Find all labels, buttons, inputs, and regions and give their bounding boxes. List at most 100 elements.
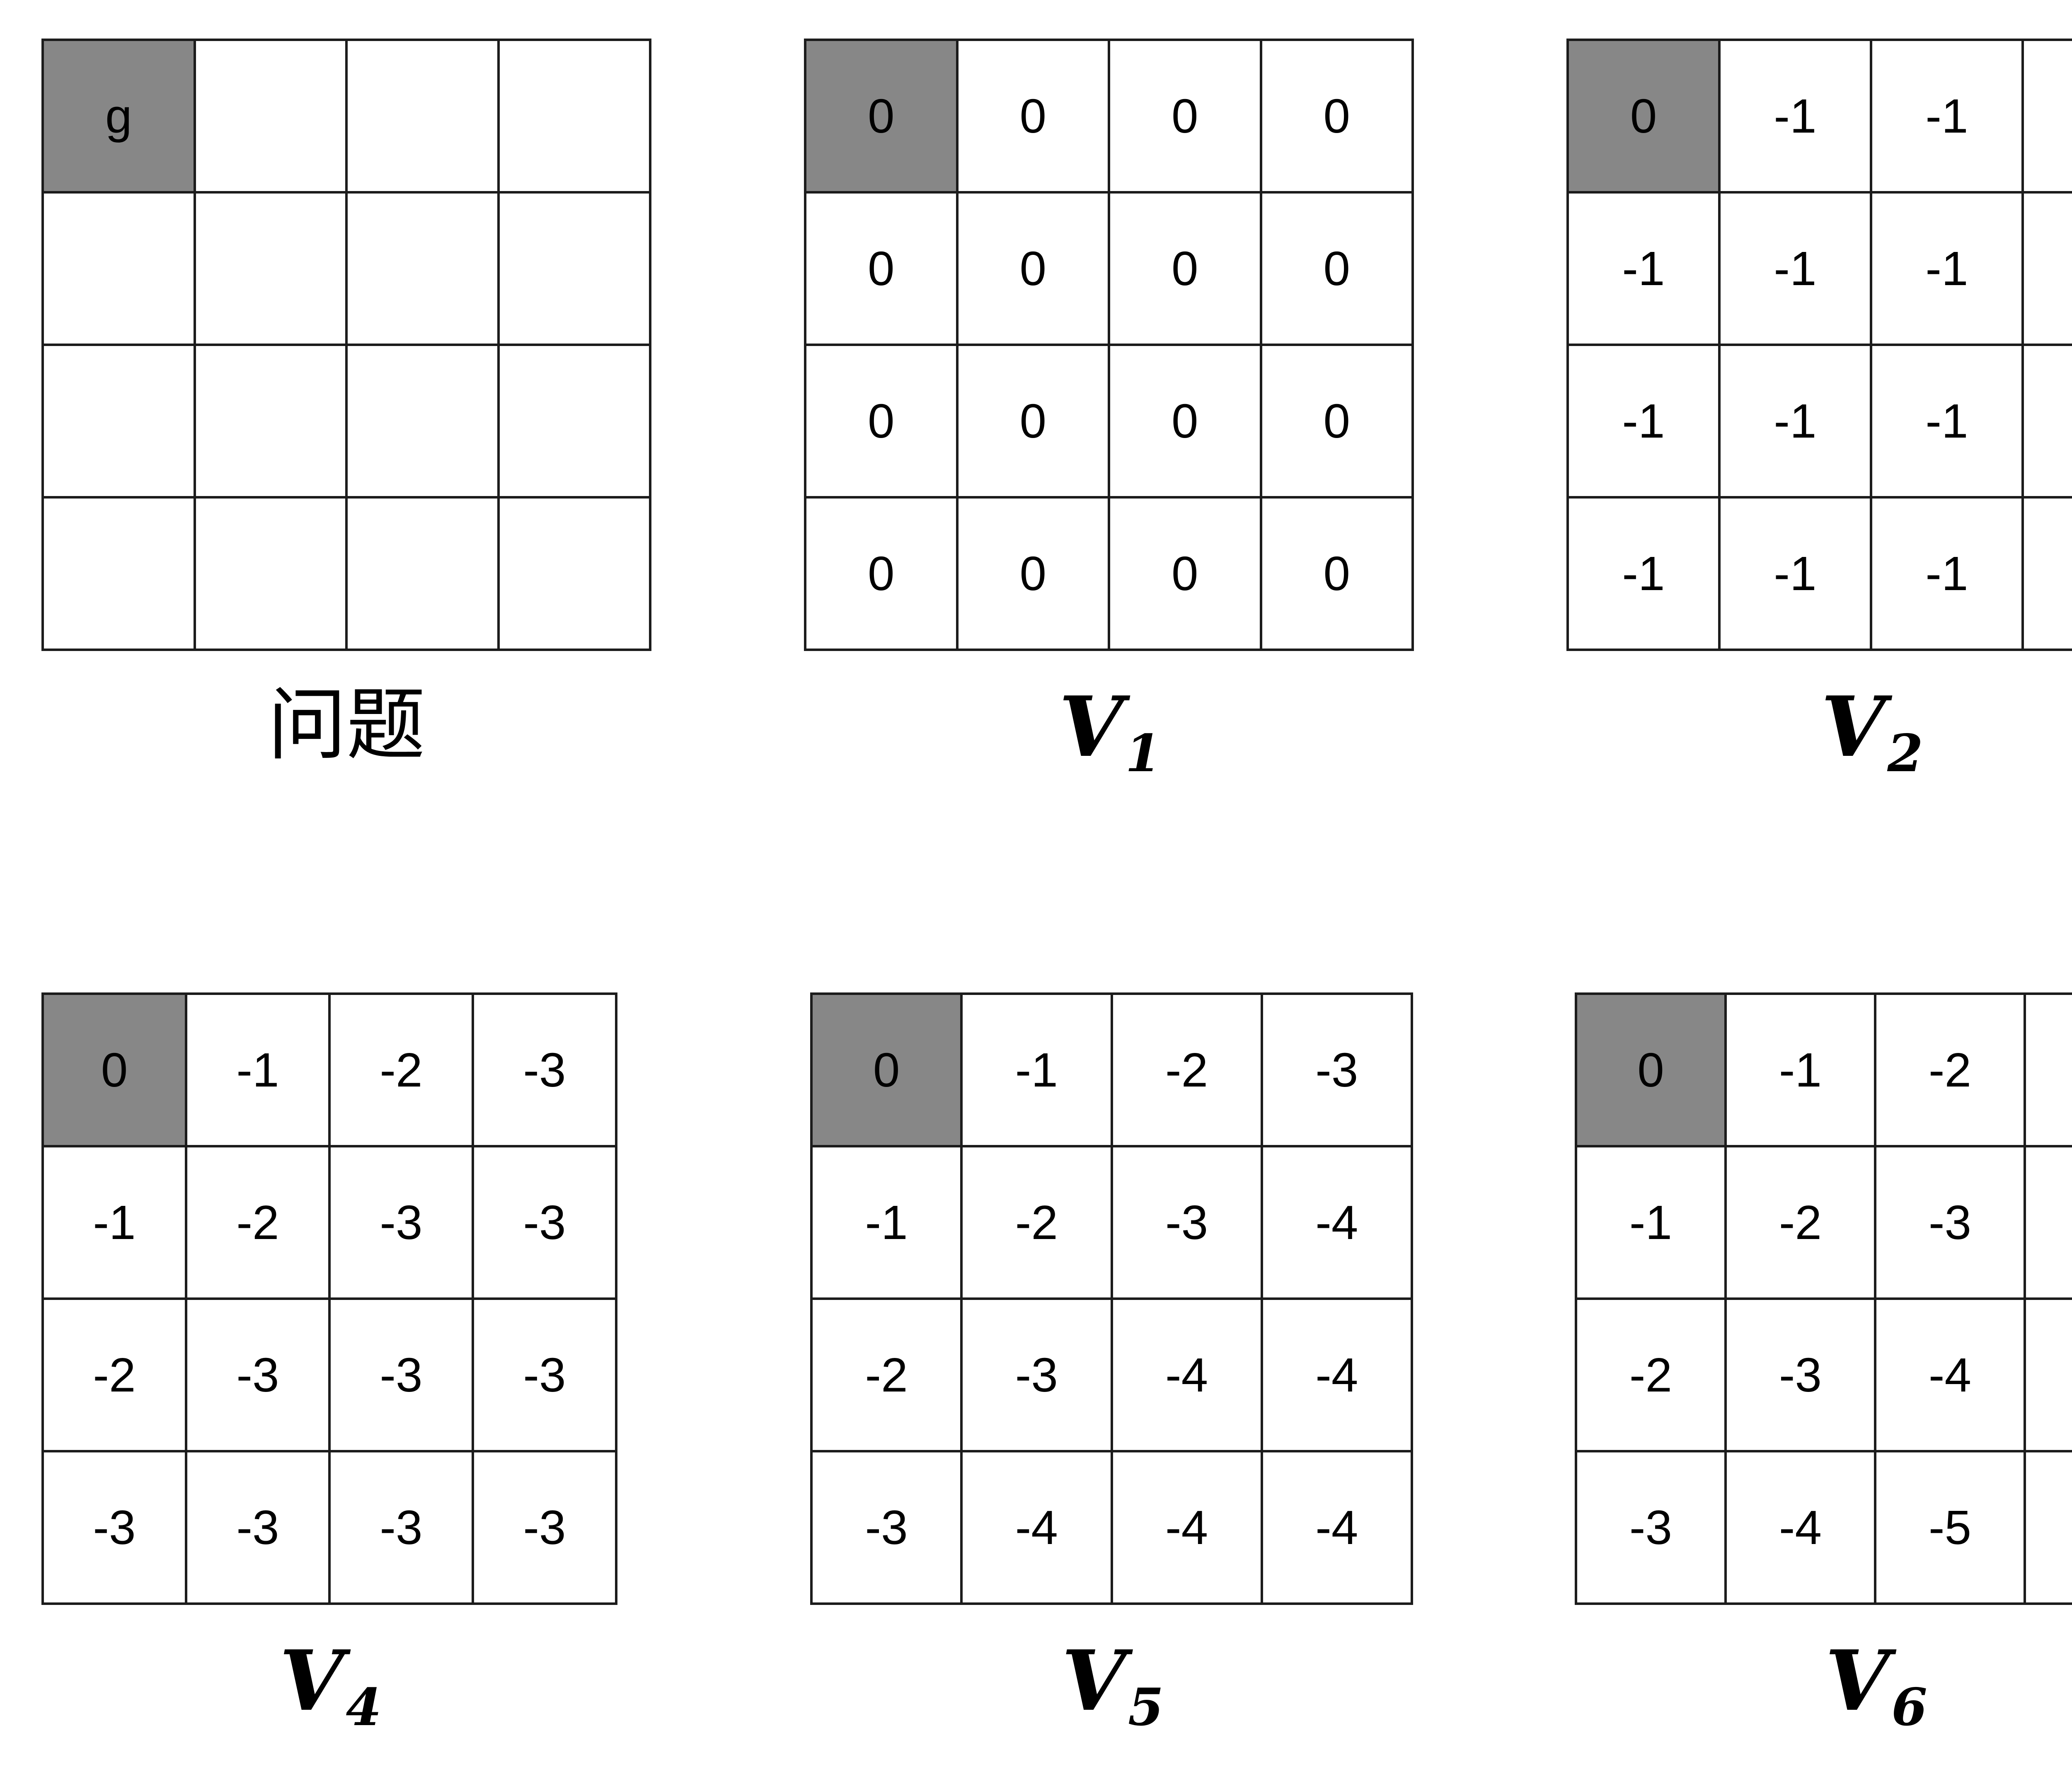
grid-cell[interactable]: -4	[2024, 1145, 2072, 1300]
grid-cell[interactable]: -1	[1870, 496, 2024, 651]
grid-cell[interactable]	[41, 191, 196, 346]
grid-cell[interactable]: -4	[1260, 1145, 1414, 1300]
grid-cell[interactable]: -1	[2021, 496, 2072, 651]
grid-cell[interactable]: 0	[1259, 39, 1414, 194]
grid-cell[interactable]: -4	[1260, 1450, 1414, 1605]
grid-cell[interactable]: -3	[1110, 1145, 1263, 1300]
grid-cell[interactable]: -3	[2024, 992, 2072, 1147]
value-grid-v2: 0 -1 -1 -1 -1 -1 -1 -1 -1 -1 -1 -1 -1 -1…	[1566, 39, 2072, 651]
grid-cell[interactable]: -3	[41, 1450, 187, 1605]
grid-cell[interactable]: -1	[1870, 39, 2024, 194]
grid-cell[interactable]: -1	[810, 1145, 963, 1300]
grid-cell[interactable]: -2	[1110, 992, 1263, 1147]
grid-cell[interactable]: -3	[472, 992, 617, 1147]
grid-cell[interactable]: 0	[1259, 191, 1414, 346]
grid-cell[interactable]: -3	[328, 1297, 474, 1452]
grid-cell[interactable]: 0	[1108, 39, 1262, 194]
grid-cell[interactable]: -3	[1874, 1145, 2026, 1300]
grid-cell[interactable]	[497, 191, 651, 346]
grid-cell-goal[interactable]: 0	[810, 992, 963, 1147]
grid-cell[interactable]: -1	[1566, 344, 1721, 499]
grid-cell[interactable]: -3	[960, 1297, 1113, 1452]
grid-cell[interactable]: 0	[1108, 496, 1262, 651]
grid-cell[interactable]: 0	[804, 496, 959, 651]
grid-cell[interactable]: 0	[804, 344, 959, 499]
grid-cell[interactable]: -2	[185, 1145, 331, 1300]
grid-cell[interactable]: 0	[956, 496, 1110, 651]
grid-cell[interactable]: 0	[1259, 496, 1414, 651]
grid-cell[interactable]	[193, 191, 348, 346]
grid-cell[interactable]: -1	[1724, 992, 1876, 1147]
grid-cell[interactable]: -4	[1110, 1450, 1263, 1605]
grid-cell[interactable]: -3	[472, 1450, 617, 1605]
grid-cell[interactable]: -3	[328, 1450, 474, 1605]
grid-cell[interactable]: -2	[960, 1145, 1113, 1300]
grid-cell[interactable]: -2	[41, 1297, 187, 1452]
grid-cell[interactable]: -3	[185, 1450, 331, 1605]
grid-cell[interactable]: -3	[1575, 1450, 1727, 1605]
grid-cell[interactable]: -1	[1718, 344, 1872, 499]
grid-cell[interactable]: -1	[1718, 191, 1872, 346]
grid-cell[interactable]: 0	[956, 39, 1110, 194]
grid-cell[interactable]	[193, 344, 348, 499]
grid-cell[interactable]: -3	[810, 1450, 963, 1605]
grid-cell[interactable]: -1	[1718, 39, 1872, 194]
grid-caption-v2: V2	[1821, 686, 1923, 779]
grid-cell[interactable]	[345, 344, 500, 499]
grid-cell-goal[interactable]: 0	[41, 992, 187, 1147]
grid-cell-goal[interactable]: 0	[1575, 992, 1727, 1147]
grid-cell[interactable]: -3	[1260, 992, 1414, 1147]
grid-cell[interactable]: -2	[810, 1297, 963, 1452]
grid-cell-goal[interactable]: 0	[1566, 39, 1721, 194]
grid-cell[interactable]: 0	[804, 191, 959, 346]
grid-caption-v6: V6	[1825, 1640, 1927, 1733]
grid-cell-goal[interactable]: g	[41, 39, 196, 194]
grid-cell[interactable]: -3	[472, 1297, 617, 1452]
grid-cell[interactable]	[193, 496, 348, 651]
grid-cell[interactable]: -3	[1724, 1297, 1876, 1452]
grid-cell[interactable]: -2	[1724, 1145, 1876, 1300]
grid-cell[interactable]: 0	[1108, 344, 1262, 499]
grid-cell[interactable]: -2	[1575, 1297, 1727, 1452]
grid-cell[interactable]: -4	[960, 1450, 1113, 1605]
grid-cell[interactable]: -1	[185, 992, 331, 1147]
grid-cell[interactable]	[41, 496, 196, 651]
grid-cell[interactable]	[345, 191, 500, 346]
grid-cell[interactable]: -4	[1724, 1450, 1876, 1605]
grid-cell[interactable]	[497, 344, 651, 499]
grid-cell[interactable]	[497, 496, 651, 651]
grid-cell[interactable]: -4	[1874, 1297, 2026, 1452]
grid-cell[interactable]	[345, 39, 500, 194]
grid-cell[interactable]: -1	[1718, 496, 1872, 651]
grid-cell[interactable]: -4	[1260, 1297, 1414, 1452]
grid-cell[interactable]	[345, 496, 500, 651]
grid-cell[interactable]: -1	[2021, 191, 2072, 346]
grid-cell[interactable]: 0	[956, 191, 1110, 346]
grid-cell[interactable]	[497, 39, 651, 194]
grid-cell[interactable]: 0	[1108, 191, 1262, 346]
grid-cell[interactable]: -1	[960, 992, 1113, 1147]
grid-cell[interactable]: -1	[41, 1145, 187, 1300]
grid-cell[interactable]: -5	[1874, 1450, 2026, 1605]
grid-cell[interactable]: 0	[1259, 344, 1414, 499]
grid-cell[interactable]: -4	[1110, 1297, 1263, 1452]
grid-cell[interactable]: -3	[328, 1145, 474, 1300]
grid-cell[interactable]: -1	[2021, 344, 2072, 499]
grid-cell[interactable]: -5	[2024, 1297, 2072, 1452]
grid-cell[interactable]: -1	[1870, 344, 2024, 499]
grid-cell[interactable]: -5	[2024, 1450, 2072, 1605]
caption-subscript: 2	[1887, 724, 1923, 784]
grid-cell[interactable]: -1	[2021, 39, 2072, 194]
grid-cell[interactable]	[41, 344, 196, 499]
grid-cell[interactable]: -3	[185, 1297, 331, 1452]
grid-cell[interactable]: -1	[1566, 191, 1721, 346]
grid-cell[interactable]: -1	[1566, 496, 1721, 651]
grid-cell[interactable]: -3	[472, 1145, 617, 1300]
grid-cell[interactable]: -1	[1575, 1145, 1727, 1300]
grid-cell[interactable]: 0	[956, 344, 1110, 499]
grid-cell[interactable]: -1	[1870, 191, 2024, 346]
grid-cell[interactable]	[193, 39, 348, 194]
grid-cell[interactable]: -2	[1874, 992, 2026, 1147]
grid-cell[interactable]: -2	[328, 992, 474, 1147]
grid-cell-goal[interactable]: 0	[804, 39, 959, 194]
